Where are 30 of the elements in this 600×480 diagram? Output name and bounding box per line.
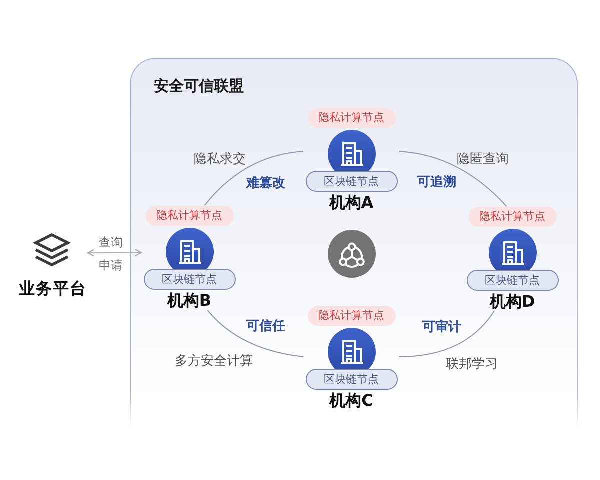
privacy-computing-tag: 隐私计算节点 [468, 206, 556, 226]
institution-name: 机构D [488, 292, 536, 312]
blockchain-node-tag: 区块链节点 [306, 170, 398, 192]
connector-line [399, 311, 495, 358]
feature-label: 可追溯 [418, 175, 456, 191]
connector-line [204, 151, 304, 206]
privacy-computing-tag: 隐私计算节点 [308, 306, 396, 326]
technique-label: 隐匿查询 [457, 152, 509, 168]
technique-label: 多方安全计算 [175, 354, 253, 370]
privacy-computing-tag: 隐私计算节点 [146, 206, 234, 226]
panel-title: 安全可信联盟 [154, 76, 244, 96]
connector-line [207, 310, 304, 358]
platform-name: 业务平台 [18, 279, 88, 298]
privacy-computing-tag: 隐私计算节点 [308, 108, 396, 128]
technique-label: 联邦学习 [446, 357, 498, 373]
feature-label: 可信任 [246, 319, 286, 335]
double-arrow [87, 249, 142, 257]
alliance-panel [130, 58, 578, 426]
action-label: 查询 [99, 236, 123, 250]
blockchain-node-tag: 区块链节点 [306, 368, 398, 390]
feature-label: 可审计 [422, 320, 462, 336]
institution-name: 机构B [166, 290, 213, 310]
action-label: 申请 [99, 258, 123, 274]
blockchain-node-tag: 区块链节点 [144, 268, 236, 290]
technique-label: 隐私求交 [194, 152, 246, 168]
institution-name: 机构A [328, 192, 375, 212]
institution-name: 机构C [328, 390, 374, 410]
blockchain-node-tag: 区块链节点 [466, 270, 558, 290]
feature-label: 难篡改 [246, 176, 286, 192]
connector-line [399, 151, 508, 207]
